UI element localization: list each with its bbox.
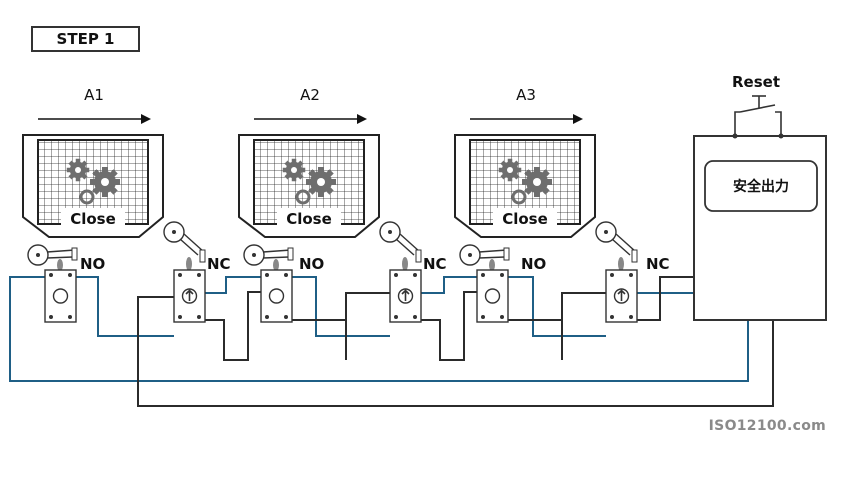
switch-type-label: NO: [299, 255, 324, 273]
arrow-head-icon: [141, 114, 151, 124]
arrow-head-icon: [357, 114, 367, 124]
gear-icon: [282, 158, 306, 182]
gear-icon: [79, 189, 95, 205]
arrow-label-a2: A2: [300, 86, 320, 104]
limit-switch-nc-2: NC: [379, 221, 447, 323]
wiring: [9, 276, 774, 407]
reset-label: Reset: [732, 73, 780, 91]
door-a1: A1 Close: [22, 86, 164, 238]
door-label: Close: [286, 210, 332, 228]
door-a2: A2 Close: [238, 86, 380, 238]
limit-switch-nc-3: NC: [595, 221, 670, 323]
switch-type-label: NC: [423, 255, 447, 273]
safety-output-label: 安全出力: [733, 178, 789, 195]
limit-switch-no-3: NO: [459, 244, 546, 323]
switch-type-label: NC: [646, 255, 670, 273]
direction-arrow-icon: [401, 289, 410, 301]
gear-icon: [498, 158, 522, 182]
arrow-label-a3: A3: [516, 86, 536, 104]
watermark: ISO12100.com: [708, 418, 826, 434]
limit-switch-no-2: NO: [243, 244, 324, 323]
safety-controller: 安全出力: [693, 135, 827, 321]
step-label: STEP 1: [31, 26, 140, 52]
switch-type-label: NO: [80, 255, 105, 273]
reset-button[interactable]: Reset: [732, 73, 784, 139]
limit-switch-no-1: NO: [27, 244, 105, 323]
gear-icon: [511, 189, 527, 205]
switch-type-label: NC: [207, 255, 231, 273]
gear-icon: [66, 158, 90, 182]
gear-icon: [295, 189, 311, 205]
direction-arrow-icon: [185, 289, 194, 301]
safety-output-box: [704, 160, 818, 212]
limit-switch-nc-1: NC: [163, 221, 231, 323]
door-a3: A3 Close: [454, 86, 596, 238]
gear-icon: [522, 167, 552, 197]
switch-type-label: NO: [521, 255, 546, 273]
gear-icon: [306, 167, 336, 197]
door-label: Close: [502, 210, 548, 228]
arrow-head-icon: [573, 114, 583, 124]
door-label: Close: [70, 210, 116, 228]
arrow-label-a1: A1: [84, 86, 104, 104]
direction-arrow-icon: [617, 289, 626, 301]
gear-icon: [90, 167, 120, 197]
